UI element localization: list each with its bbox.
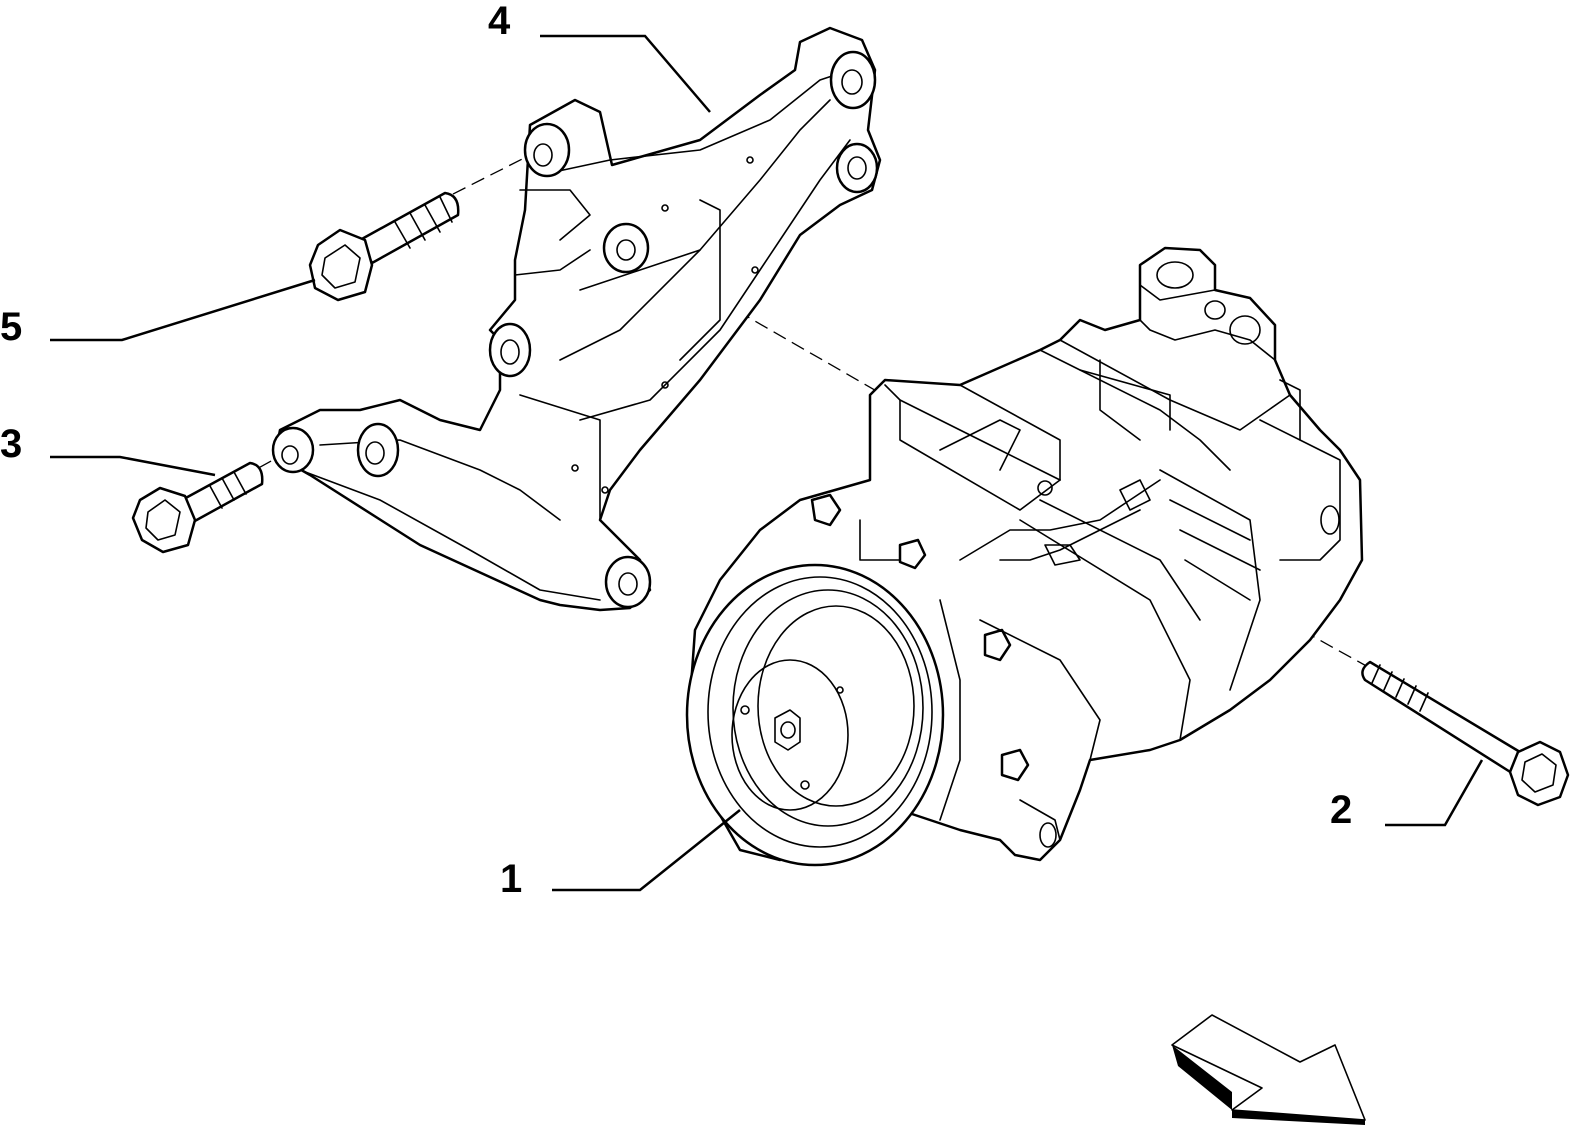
mounting-bracket-part-4[interactable] [271, 26, 882, 612]
ac-compressor-part-1[interactable] [685, 246, 1364, 867]
bolt-part-3[interactable] [131, 461, 264, 554]
callout-4: 4 [488, 0, 511, 43]
leader-lines [50, 34, 1484, 892]
callout-1: 1 [500, 857, 522, 901]
callout-3: 3 [0, 422, 22, 466]
callout-5: 5 [0, 305, 22, 349]
bolt-part-5[interactable] [308, 191, 460, 302]
callout-2: 2 [1330, 788, 1352, 832]
long-bolt-part-2[interactable] [1361, 660, 1570, 807]
front-direction-arrow-icon [1171, 1014, 1366, 1125]
